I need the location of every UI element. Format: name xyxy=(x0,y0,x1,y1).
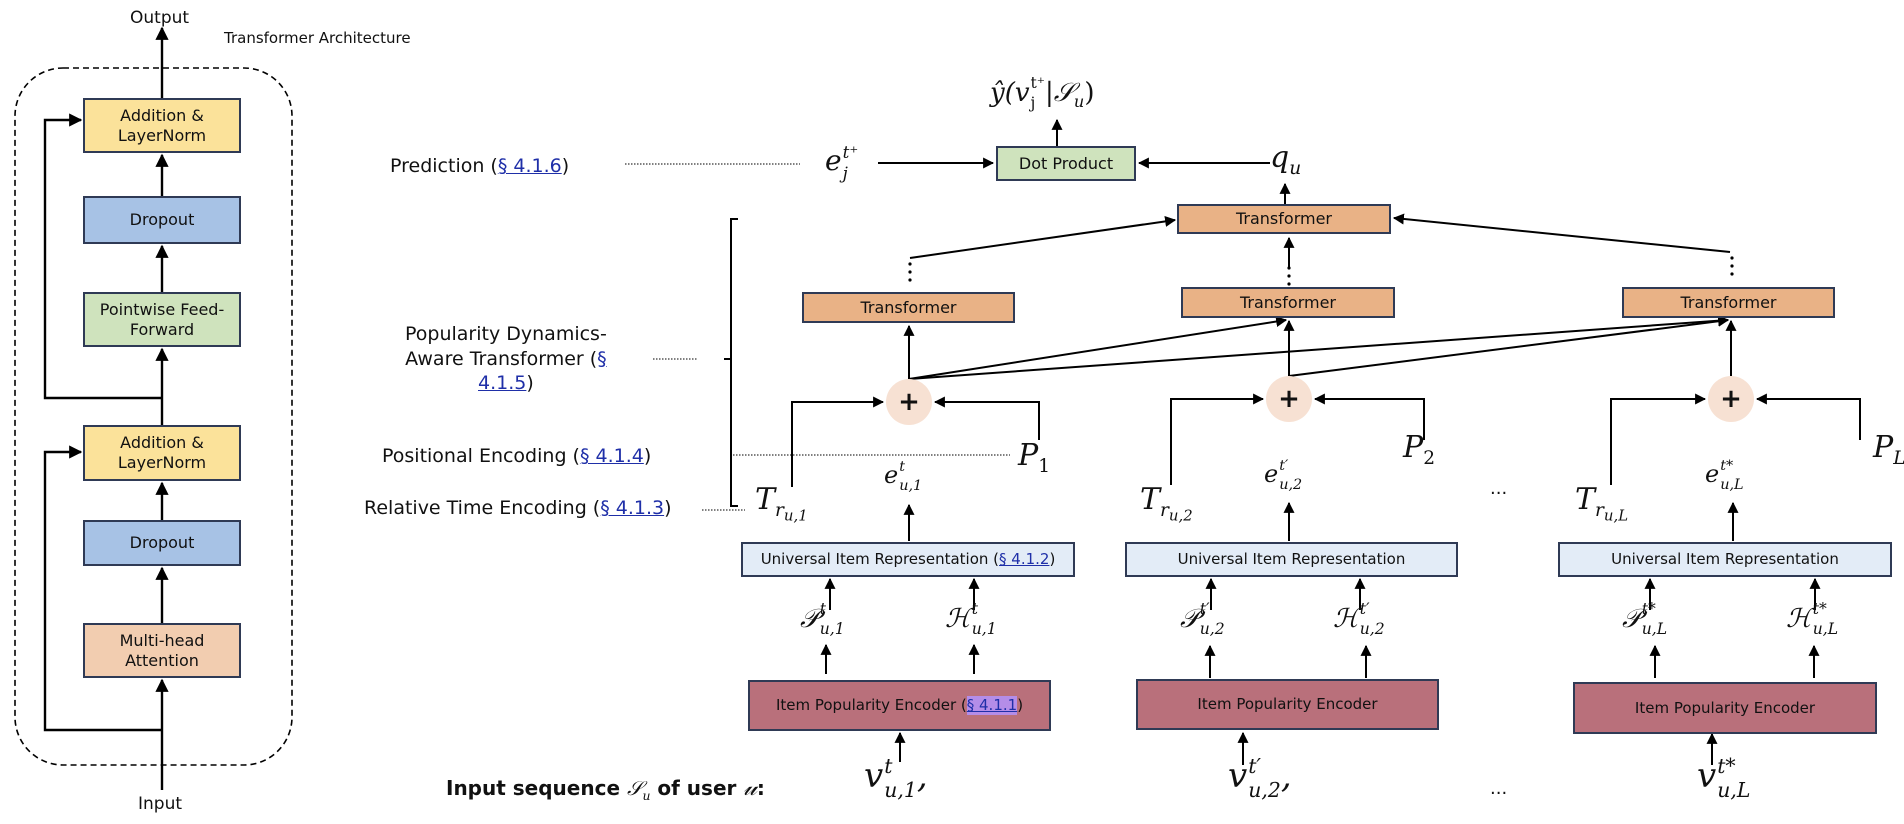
leader-lines xyxy=(625,163,1010,511)
section-link-4-1-3[interactable]: § 4.1.3 xyxy=(600,497,665,519)
dot-product-block: Dot Product xyxy=(996,146,1136,181)
item-popularity-encoder-col2: Item Popularity Encoder xyxy=(1136,679,1439,730)
item-popularity-encoder-col3: Item Popularity Encoder xyxy=(1573,682,1877,734)
section-link-4-1-5-b[interactable]: 4.1.5 xyxy=(478,372,527,395)
vertical-ellipsis xyxy=(908,256,1734,286)
user-representation: qu xyxy=(1270,140,1302,179)
column-ellipsis-bottom: ... xyxy=(1490,778,1508,799)
dropout-block-top: Dropout xyxy=(83,196,241,244)
section-link-4-1-4[interactable]: § 4.1.4 xyxy=(579,445,644,467)
transformer-block-col3: Transformer xyxy=(1622,287,1835,318)
item-popularity-encoder-col1: Item Popularity Encoder (§ 4.1.1) xyxy=(748,680,1051,731)
time-encoding-col3: Tru,L xyxy=(1575,482,1629,525)
left-panel-arrows xyxy=(43,26,169,790)
positional-encoding-col3: PL xyxy=(1873,430,1904,469)
output-label: Output xyxy=(130,8,190,28)
main-arrows xyxy=(878,118,1731,268)
transformer-block-col1: Transformer xyxy=(802,292,1015,323)
sum-node-col1: + xyxy=(886,379,932,425)
top-transformer-block: Transformer xyxy=(1177,204,1391,234)
addition-layernorm-block-bottom: Addition & LayerNorm xyxy=(83,425,241,481)
transformer-block-col2: Transformer xyxy=(1181,287,1395,318)
time-encoding-col1: Tru,1 xyxy=(755,482,808,525)
bracket xyxy=(724,218,738,507)
transformer-architecture-frame xyxy=(14,67,293,766)
addition-layernorm-block-top: Addition & LayerNorm xyxy=(83,98,241,153)
input-label: Input xyxy=(138,794,183,814)
relative-time-encoding-annotation: Relative Time Encoding (§ 4.1.3) xyxy=(364,497,672,519)
sum-node-col2: + xyxy=(1266,376,1312,422)
pdat-annotation: Popularity Dynamics- Aware Transformer (… xyxy=(405,323,607,395)
universal-item-representation-col3: Universal Item Representation xyxy=(1558,542,1892,577)
dropout-block-bottom: Dropout xyxy=(83,520,241,566)
column-arrows xyxy=(791,315,1861,765)
positional-encoding-col1: P1 xyxy=(1018,438,1051,477)
positional-encoding-annotation: Positional Encoding (§ 4.1.4) xyxy=(382,445,652,467)
time-encoding-col2: Tru,2 xyxy=(1140,482,1193,525)
positional-encoding-col2: P2 xyxy=(1403,430,1436,469)
pointwise-feed-forward-block: Pointwise Feed-Forward xyxy=(83,292,241,347)
section-link-4-1-6[interactable]: § 4.1.6 xyxy=(497,155,562,177)
input-sequence-label: Input sequence 𝒮u of user 𝓊: xyxy=(446,773,765,803)
section-link-4-1-2[interactable]: § 4.1.2 xyxy=(999,550,1050,569)
section-link-4-1-1[interactable]: § 4.1.1 xyxy=(966,696,1018,715)
column-ellipsis-mid: ... xyxy=(1490,478,1508,499)
prediction-annotation: Prediction (§ 4.1.6) xyxy=(390,155,570,177)
universal-item-representation-col1: Universal Item Representation (§ 4.1.2) xyxy=(741,542,1075,577)
sum-node-col3: + xyxy=(1708,376,1754,422)
section-link-4-1-5-a[interactable]: § xyxy=(597,347,607,370)
transformer-architecture-title: Transformer Architecture xyxy=(224,29,411,47)
multi-head-attention-block: Multi-head Attention xyxy=(83,623,241,678)
universal-item-representation-col2: Universal Item Representation xyxy=(1125,542,1458,577)
